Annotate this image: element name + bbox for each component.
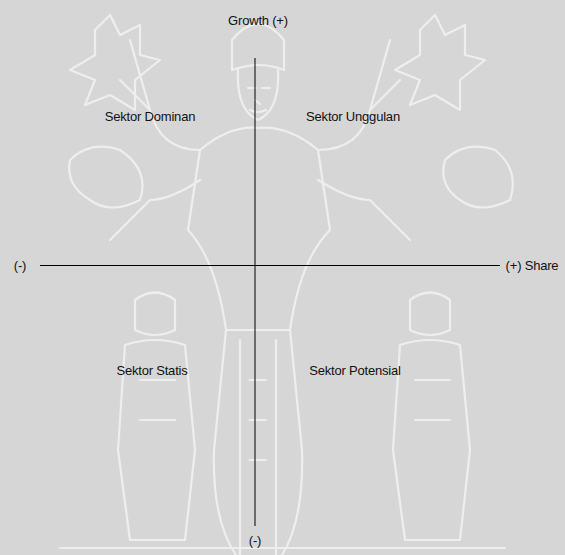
quadrant-label: Sektor Potensial	[309, 363, 400, 378]
quadrant-label: Sektor Dominan	[105, 109, 195, 124]
quadrant-label: Sektor Unggulan	[306, 109, 400, 124]
share-axis	[40, 265, 500, 266]
axis-label: (-)	[14, 258, 26, 273]
growth-axis	[255, 58, 256, 526]
axis-label: (+) Share	[506, 258, 559, 273]
quadrant-label: Sektor Statis	[116, 363, 187, 378]
axis-label: Growth (+)	[228, 13, 288, 28]
axis-label: (-)	[249, 533, 261, 548]
